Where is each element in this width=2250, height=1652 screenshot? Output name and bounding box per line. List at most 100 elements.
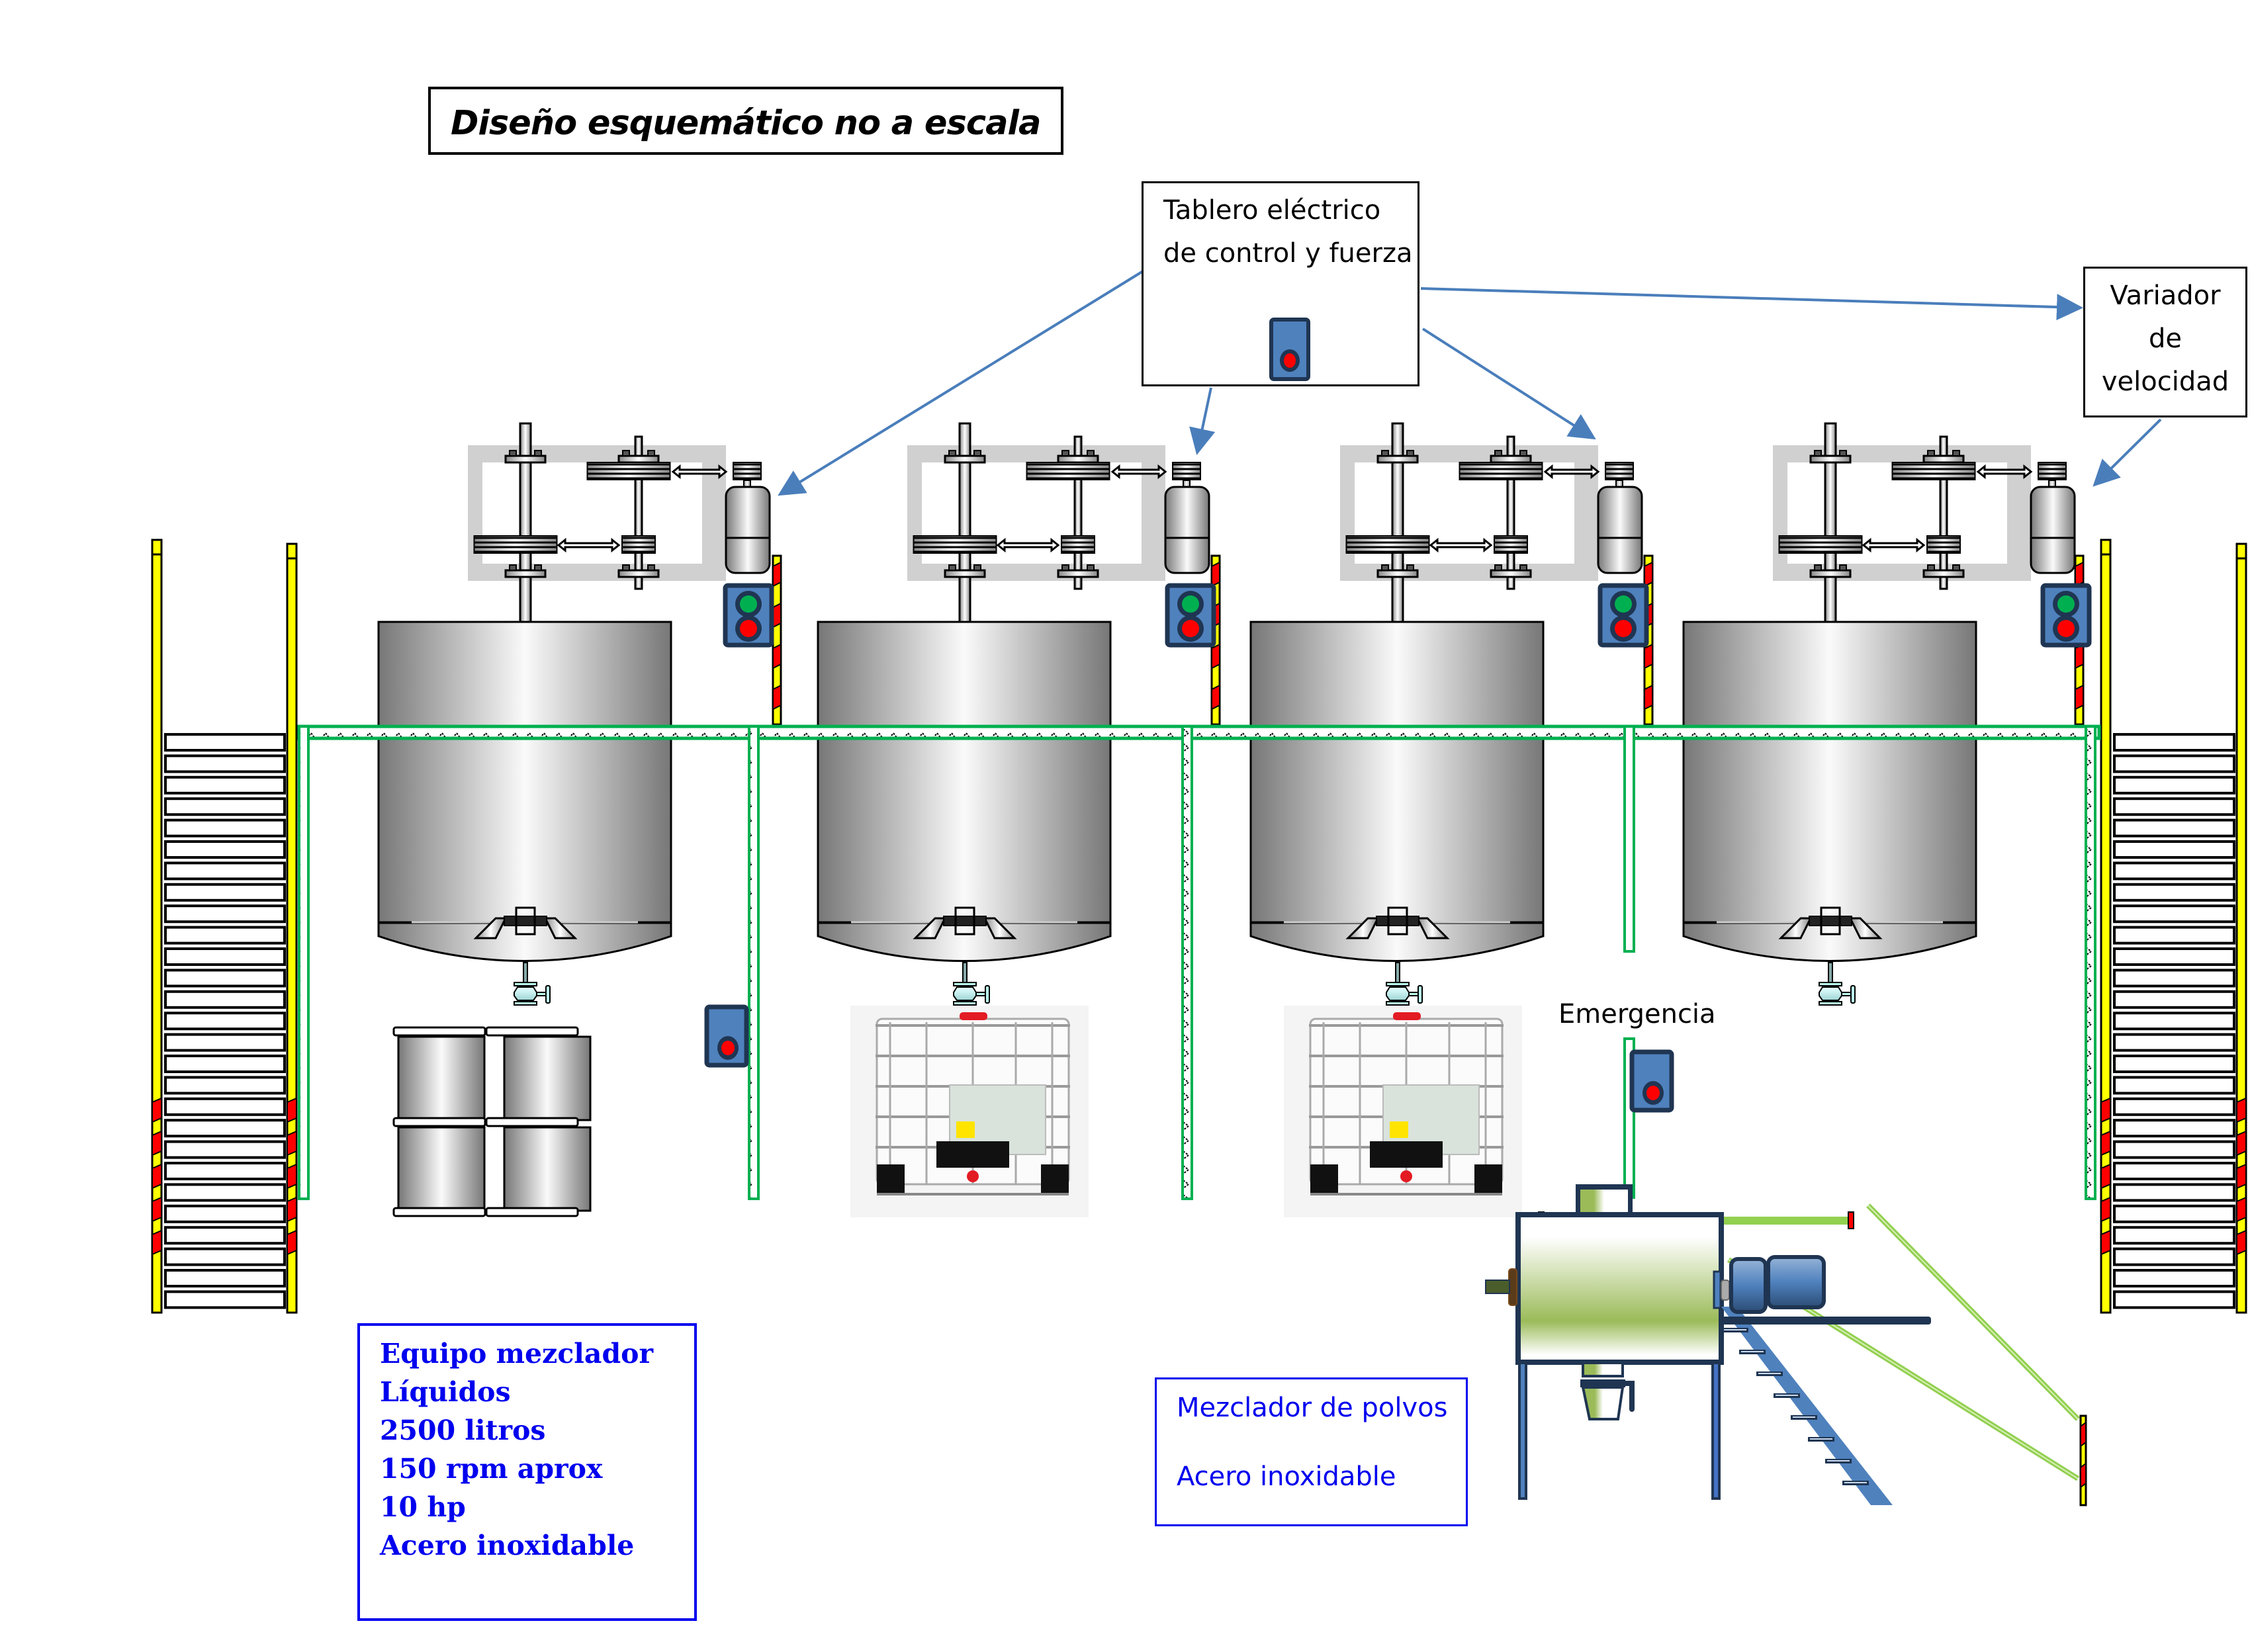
motor-base bbox=[1719, 1317, 1931, 1325]
ibc-cap bbox=[960, 1012, 987, 1020]
variator-label-line-2: de bbox=[2149, 324, 2182, 354]
connection-arrows bbox=[778, 270, 2162, 496]
bearing bbox=[1490, 569, 1532, 578]
emergency-stop-icon bbox=[721, 1041, 735, 1055]
bearing bbox=[1922, 455, 1965, 464]
stair-step bbox=[2113, 883, 2235, 902]
agitator-motor bbox=[1597, 486, 1643, 574]
hazard-stripe bbox=[2236, 1196, 2247, 1223]
tank-body bbox=[1682, 621, 1977, 924]
stair-step bbox=[164, 990, 286, 1009]
impeller-hub bbox=[504, 916, 547, 926]
stair-step bbox=[164, 904, 286, 924]
large-pulley-top bbox=[586, 462, 671, 480]
intermediate-shaft bbox=[634, 435, 643, 590]
stair-step bbox=[2113, 1183, 2235, 1202]
agitator-motor bbox=[2030, 486, 2076, 574]
hazard-stripe bbox=[2236, 1229, 2247, 1256]
liquid-mixer-tanks bbox=[377, 422, 2092, 1006]
stair-step bbox=[2113, 926, 2235, 945]
agitator-motor bbox=[725, 486, 771, 574]
drum-rim bbox=[485, 1026, 579, 1037]
stair-step bbox=[2113, 840, 2235, 859]
stair-step bbox=[164, 1097, 286, 1116]
spec-line: 150 rpm aprox bbox=[380, 1453, 603, 1485]
tank-bottom bbox=[377, 922, 672, 962]
start-button-icon bbox=[740, 595, 757, 613]
emergency-stop-button-icon[interactable] bbox=[1269, 318, 1310, 381]
stair-step bbox=[2113, 1055, 2235, 1073]
hazard-stripe bbox=[152, 1097, 162, 1123]
stair-step bbox=[164, 840, 286, 859]
large-pulley-top bbox=[1459, 462, 1543, 480]
outlet-valve bbox=[1386, 986, 1410, 1001]
belt-arrow bbox=[671, 464, 728, 480]
hazard-stripe bbox=[2100, 1130, 2111, 1156]
stair-step bbox=[164, 1226, 286, 1245]
stop-button-icon bbox=[1182, 620, 1199, 637]
hazard-stripe bbox=[2100, 1097, 2111, 1123]
intermediate-shaft bbox=[1506, 435, 1515, 590]
start-stop-panel-1[interactable] bbox=[723, 583, 774, 648]
outlet-valve bbox=[953, 986, 977, 1001]
large-pulley-bottom bbox=[473, 535, 558, 554]
hazard-post bbox=[2079, 1414, 2087, 1506]
belt-arrow bbox=[1543, 464, 1600, 480]
impeller-hub bbox=[1376, 916, 1419, 926]
drum-rim bbox=[392, 1207, 486, 1217]
pallet-foot bbox=[1474, 1164, 1502, 1194]
hazard-stripe bbox=[2100, 1163, 2111, 1190]
start-stop-panel-2[interactable] bbox=[1165, 583, 1216, 648]
hazard-stripe bbox=[2236, 1130, 2247, 1156]
discharge-valve bbox=[1580, 1379, 1625, 1387]
walkway-support bbox=[1623, 725, 1635, 953]
emergency-stop-button-1[interactable] bbox=[704, 1004, 749, 1068]
small-pulley-bottom bbox=[1926, 535, 1961, 554]
hazard-stripe bbox=[152, 1196, 162, 1223]
ibc-cap bbox=[1393, 1012, 1421, 1020]
emergency-stop-button-2[interactable] bbox=[1629, 1049, 1674, 1113]
start-stop-panel-3[interactable] bbox=[1598, 583, 1649, 648]
stair-step bbox=[164, 947, 286, 966]
tank-bottom bbox=[1249, 922, 1545, 962]
arrow-to-motor-3 bbox=[1421, 327, 1596, 440]
walkway-support bbox=[298, 725, 310, 1200]
tank-bottom bbox=[817, 922, 1112, 962]
stair-step bbox=[2113, 1033, 2235, 1052]
motor-pulley bbox=[1172, 462, 1201, 480]
stair-step bbox=[164, 1269, 286, 1287]
start-button-icon bbox=[1615, 595, 1632, 613]
hazard-stripe bbox=[2236, 1097, 2247, 1123]
stair-step bbox=[2113, 904, 2235, 924]
belt-arrow bbox=[1862, 537, 1926, 553]
stair-step bbox=[2113, 1226, 2235, 1245]
stair-step bbox=[164, 1055, 286, 1073]
title-box: Diseño esquemático no a escala bbox=[428, 87, 1063, 155]
control-panel-callout: Tablero eléctrico de control y fuerza bbox=[1142, 181, 1419, 386]
hazard-stripe bbox=[152, 1163, 162, 1190]
bearing bbox=[1922, 569, 1965, 578]
hazard-sticker bbox=[1390, 1121, 1408, 1138]
stair-step bbox=[164, 1183, 286, 1202]
stop-button-icon bbox=[1615, 620, 1632, 637]
outlet-pipe bbox=[962, 962, 968, 983]
pallet-foot bbox=[1310, 1164, 1338, 1194]
start-stop-panel-4[interactable] bbox=[2040, 583, 2092, 648]
hazard-stripe bbox=[152, 1229, 162, 1256]
walkway-support bbox=[748, 725, 760, 1200]
start-button-icon bbox=[2057, 595, 2075, 613]
small-pulley-bottom bbox=[1494, 535, 1528, 554]
stair-step bbox=[164, 883, 286, 902]
arrow-to-variator bbox=[1420, 287, 2083, 321]
control-panel-label-line-2: de control y fuerza bbox=[1163, 238, 1413, 269]
bearing bbox=[504, 569, 547, 578]
drum bbox=[397, 1126, 486, 1212]
tank-bottom bbox=[1682, 922, 1977, 962]
stair-step bbox=[164, 754, 286, 773]
stair-step bbox=[2113, 1076, 2235, 1095]
hazard-stripe bbox=[152, 1130, 162, 1156]
spec-line: 10 hp bbox=[380, 1491, 466, 1523]
hazard-stripe bbox=[287, 1229, 297, 1256]
valve-handle bbox=[985, 985, 990, 1004]
